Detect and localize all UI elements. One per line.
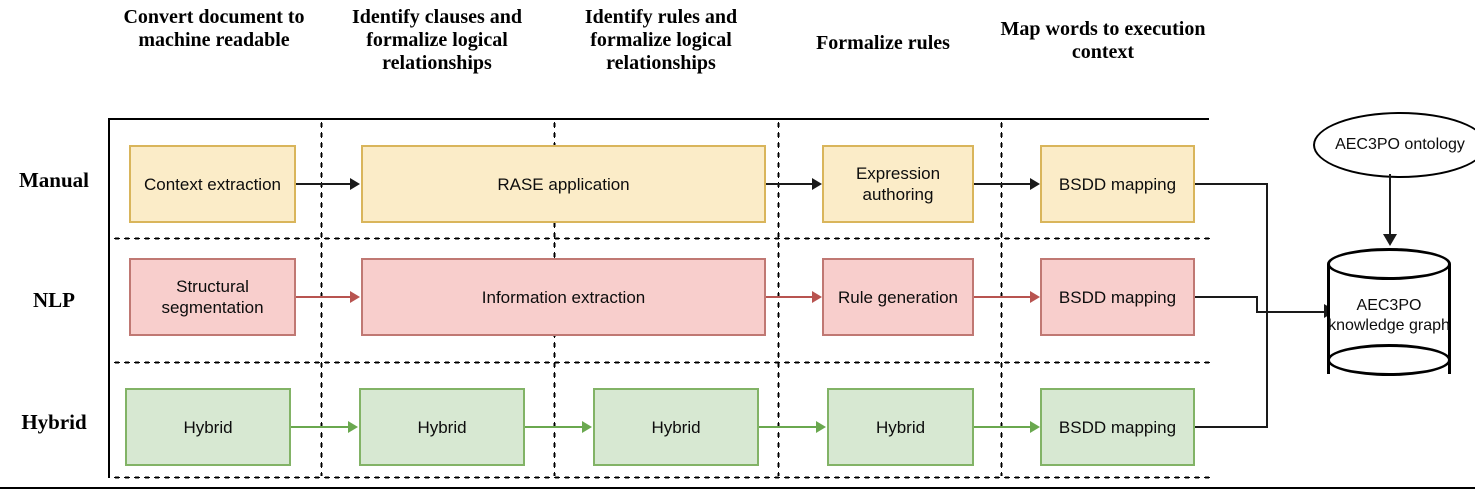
box-rule-generation[interactable]: Rule generation	[822, 258, 974, 336]
box-information-extraction[interactable]: Information extraction	[361, 258, 766, 336]
column-header-clauses: Identify clauses and formalize logical r…	[351, 6, 523, 74]
merge-trunk-vertical	[1266, 183, 1268, 428]
row-label-hybrid: Hybrid	[21, 410, 87, 434]
frame-top-line	[108, 118, 1209, 120]
column-header-convert: Convert document to machine readable	[123, 6, 305, 51]
arrow-hybrid-2	[525, 426, 582, 428]
box-rase-application[interactable]: RASE application	[361, 145, 766, 223]
box-hybrid-4[interactable]: Hybrid	[827, 388, 974, 466]
cylinder-bottom-ellipse	[1327, 344, 1451, 376]
column-separator-4	[1000, 120, 1003, 476]
arrowhead-manual-3	[1030, 178, 1040, 190]
column-separator-1	[320, 120, 323, 476]
frame-left-line	[108, 118, 110, 478]
arrow-hybrid-3	[759, 426, 816, 428]
arrowhead-nlp-2	[812, 291, 822, 303]
arrowhead-manual-1	[350, 178, 360, 190]
box-bsdd-mapping-nlp[interactable]: BSDD mapping	[1040, 258, 1195, 336]
column-header-map: Map words to execution context	[1000, 18, 1206, 63]
arrow-hybrid-4	[974, 426, 1030, 428]
column-header-rules: Identify rules and formalize logical rel…	[584, 6, 738, 74]
box-hybrid-3[interactable]: Hybrid	[593, 388, 759, 466]
arrow-manual-2	[766, 183, 812, 185]
box-structural-segmentation[interactable]: Structural segmentation	[129, 258, 296, 336]
box-context-extraction[interactable]: Context extraction	[129, 145, 296, 223]
arrowhead-nlp-3	[1030, 291, 1040, 303]
ontology-node[interactable]: AEC3PO ontology	[1313, 112, 1475, 178]
arrow-nlp-3	[974, 296, 1030, 298]
merge-line-hybrid	[1195, 426, 1268, 428]
knowledge-graph-node[interactable]: AEC3PO knowledge graph	[1327, 248, 1451, 390]
ontology-label: AEC3PO ontology	[1335, 136, 1465, 153]
column-separator-3	[777, 120, 780, 476]
ontology-to-knowledge-graph-line	[1389, 174, 1391, 236]
arrow-nlp-2	[766, 296, 812, 298]
row-separator-1	[112, 237, 1212, 240]
cylinder-top-ellipse	[1327, 248, 1451, 280]
arrowhead-nlp-1	[350, 291, 360, 303]
box-expression-authoring[interactable]: Expression authoring	[822, 145, 974, 223]
arrowhead-hybrid-4	[1030, 421, 1040, 433]
box-hybrid-1[interactable]: Hybrid	[125, 388, 291, 466]
merge-line-nlp-step	[1256, 296, 1258, 313]
row-label-manual: Manual	[18, 168, 89, 192]
arrowhead-hybrid-1	[348, 421, 358, 433]
box-bsdd-mapping-manual[interactable]: BSDD mapping	[1040, 145, 1195, 223]
row-label-nlp: NLP	[33, 288, 75, 312]
box-bsdd-mapping-hybrid[interactable]: BSDD mapping	[1040, 388, 1195, 466]
arrowhead-manual-2	[812, 178, 822, 190]
page-bottom-rule	[0, 487, 1475, 489]
row-separator-2	[112, 361, 1212, 364]
arrow-nlp-1	[296, 296, 350, 298]
arrow-hybrid-1	[291, 426, 348, 428]
arrowhead-ontology-down	[1383, 234, 1397, 246]
merge-line-manual	[1195, 183, 1268, 185]
knowledge-graph-label: AEC3PO knowledge graph	[1328, 297, 1450, 334]
row-separator-bottom	[112, 476, 1212, 479]
merge-line-to-knowledge-graph	[1256, 311, 1326, 313]
column-header-formalize: Formalize rules	[816, 32, 950, 54]
arrow-manual-1	[296, 183, 350, 185]
arrowhead-hybrid-2	[582, 421, 592, 433]
merge-line-nlp	[1195, 296, 1258, 298]
arrowhead-hybrid-3	[816, 421, 826, 433]
box-hybrid-2[interactable]: Hybrid	[359, 388, 525, 466]
arrow-manual-3	[974, 183, 1030, 185]
